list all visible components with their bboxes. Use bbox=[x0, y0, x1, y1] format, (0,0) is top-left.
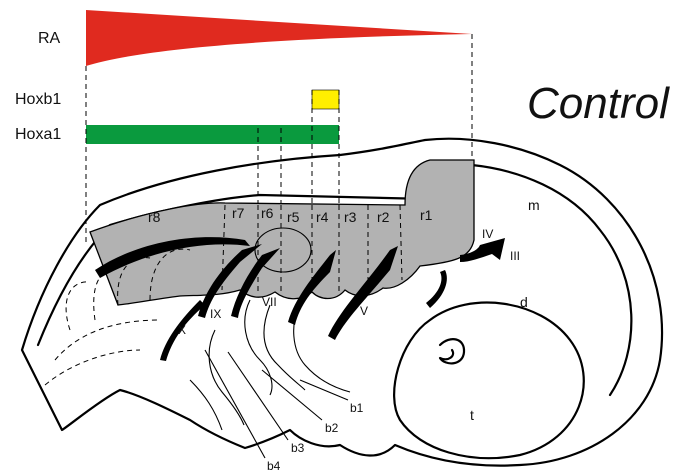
rhombomere-label: r2 bbox=[377, 209, 390, 225]
ra-label: RA bbox=[38, 30, 61, 47]
hoxb1-label: Hoxb1 bbox=[15, 91, 61, 108]
nerve-label-iv: IV bbox=[482, 227, 493, 241]
rhombomere-label: r5 bbox=[287, 209, 300, 225]
ra-gradient bbox=[86, 10, 472, 66]
rhombomere-label: r6 bbox=[261, 205, 274, 221]
arch-label-b1: b1 bbox=[350, 401, 364, 415]
rhombomere-label: r4 bbox=[316, 209, 329, 225]
arch-label-b4: b4 bbox=[267, 459, 281, 473]
rhombomere-label: r7 bbox=[232, 205, 245, 221]
nerve-label-vii: VII bbox=[262, 295, 277, 309]
rhombomere-label: r8 bbox=[148, 209, 161, 225]
arch-label-b3: b3 bbox=[291, 441, 305, 455]
arch-label-b2: b2 bbox=[325, 421, 339, 435]
nerve-label-x: X bbox=[178, 323, 186, 337]
rhombomere-label: r1 bbox=[420, 207, 433, 223]
midbrain-label: m bbox=[528, 197, 540, 213]
rhombomere-label: r3 bbox=[344, 209, 357, 225]
hoxa1-bar bbox=[86, 125, 339, 144]
diencephalon-label: d bbox=[520, 294, 528, 310]
forebrain-inner bbox=[394, 303, 584, 459]
nerve-label-iii: III bbox=[510, 249, 520, 263]
hoxb1-bar bbox=[312, 90, 339, 109]
hoxa1-label: Hoxa1 bbox=[15, 126, 61, 143]
hindbrain bbox=[90, 160, 474, 305]
nerve-label-v: V bbox=[360, 304, 368, 318]
nerve-label-ix: IX bbox=[210, 307, 221, 321]
arch-leader-lines bbox=[205, 350, 348, 458]
condition-title: Control bbox=[527, 79, 670, 128]
eye bbox=[440, 339, 464, 363]
telencephalon-label: t bbox=[470, 407, 474, 423]
